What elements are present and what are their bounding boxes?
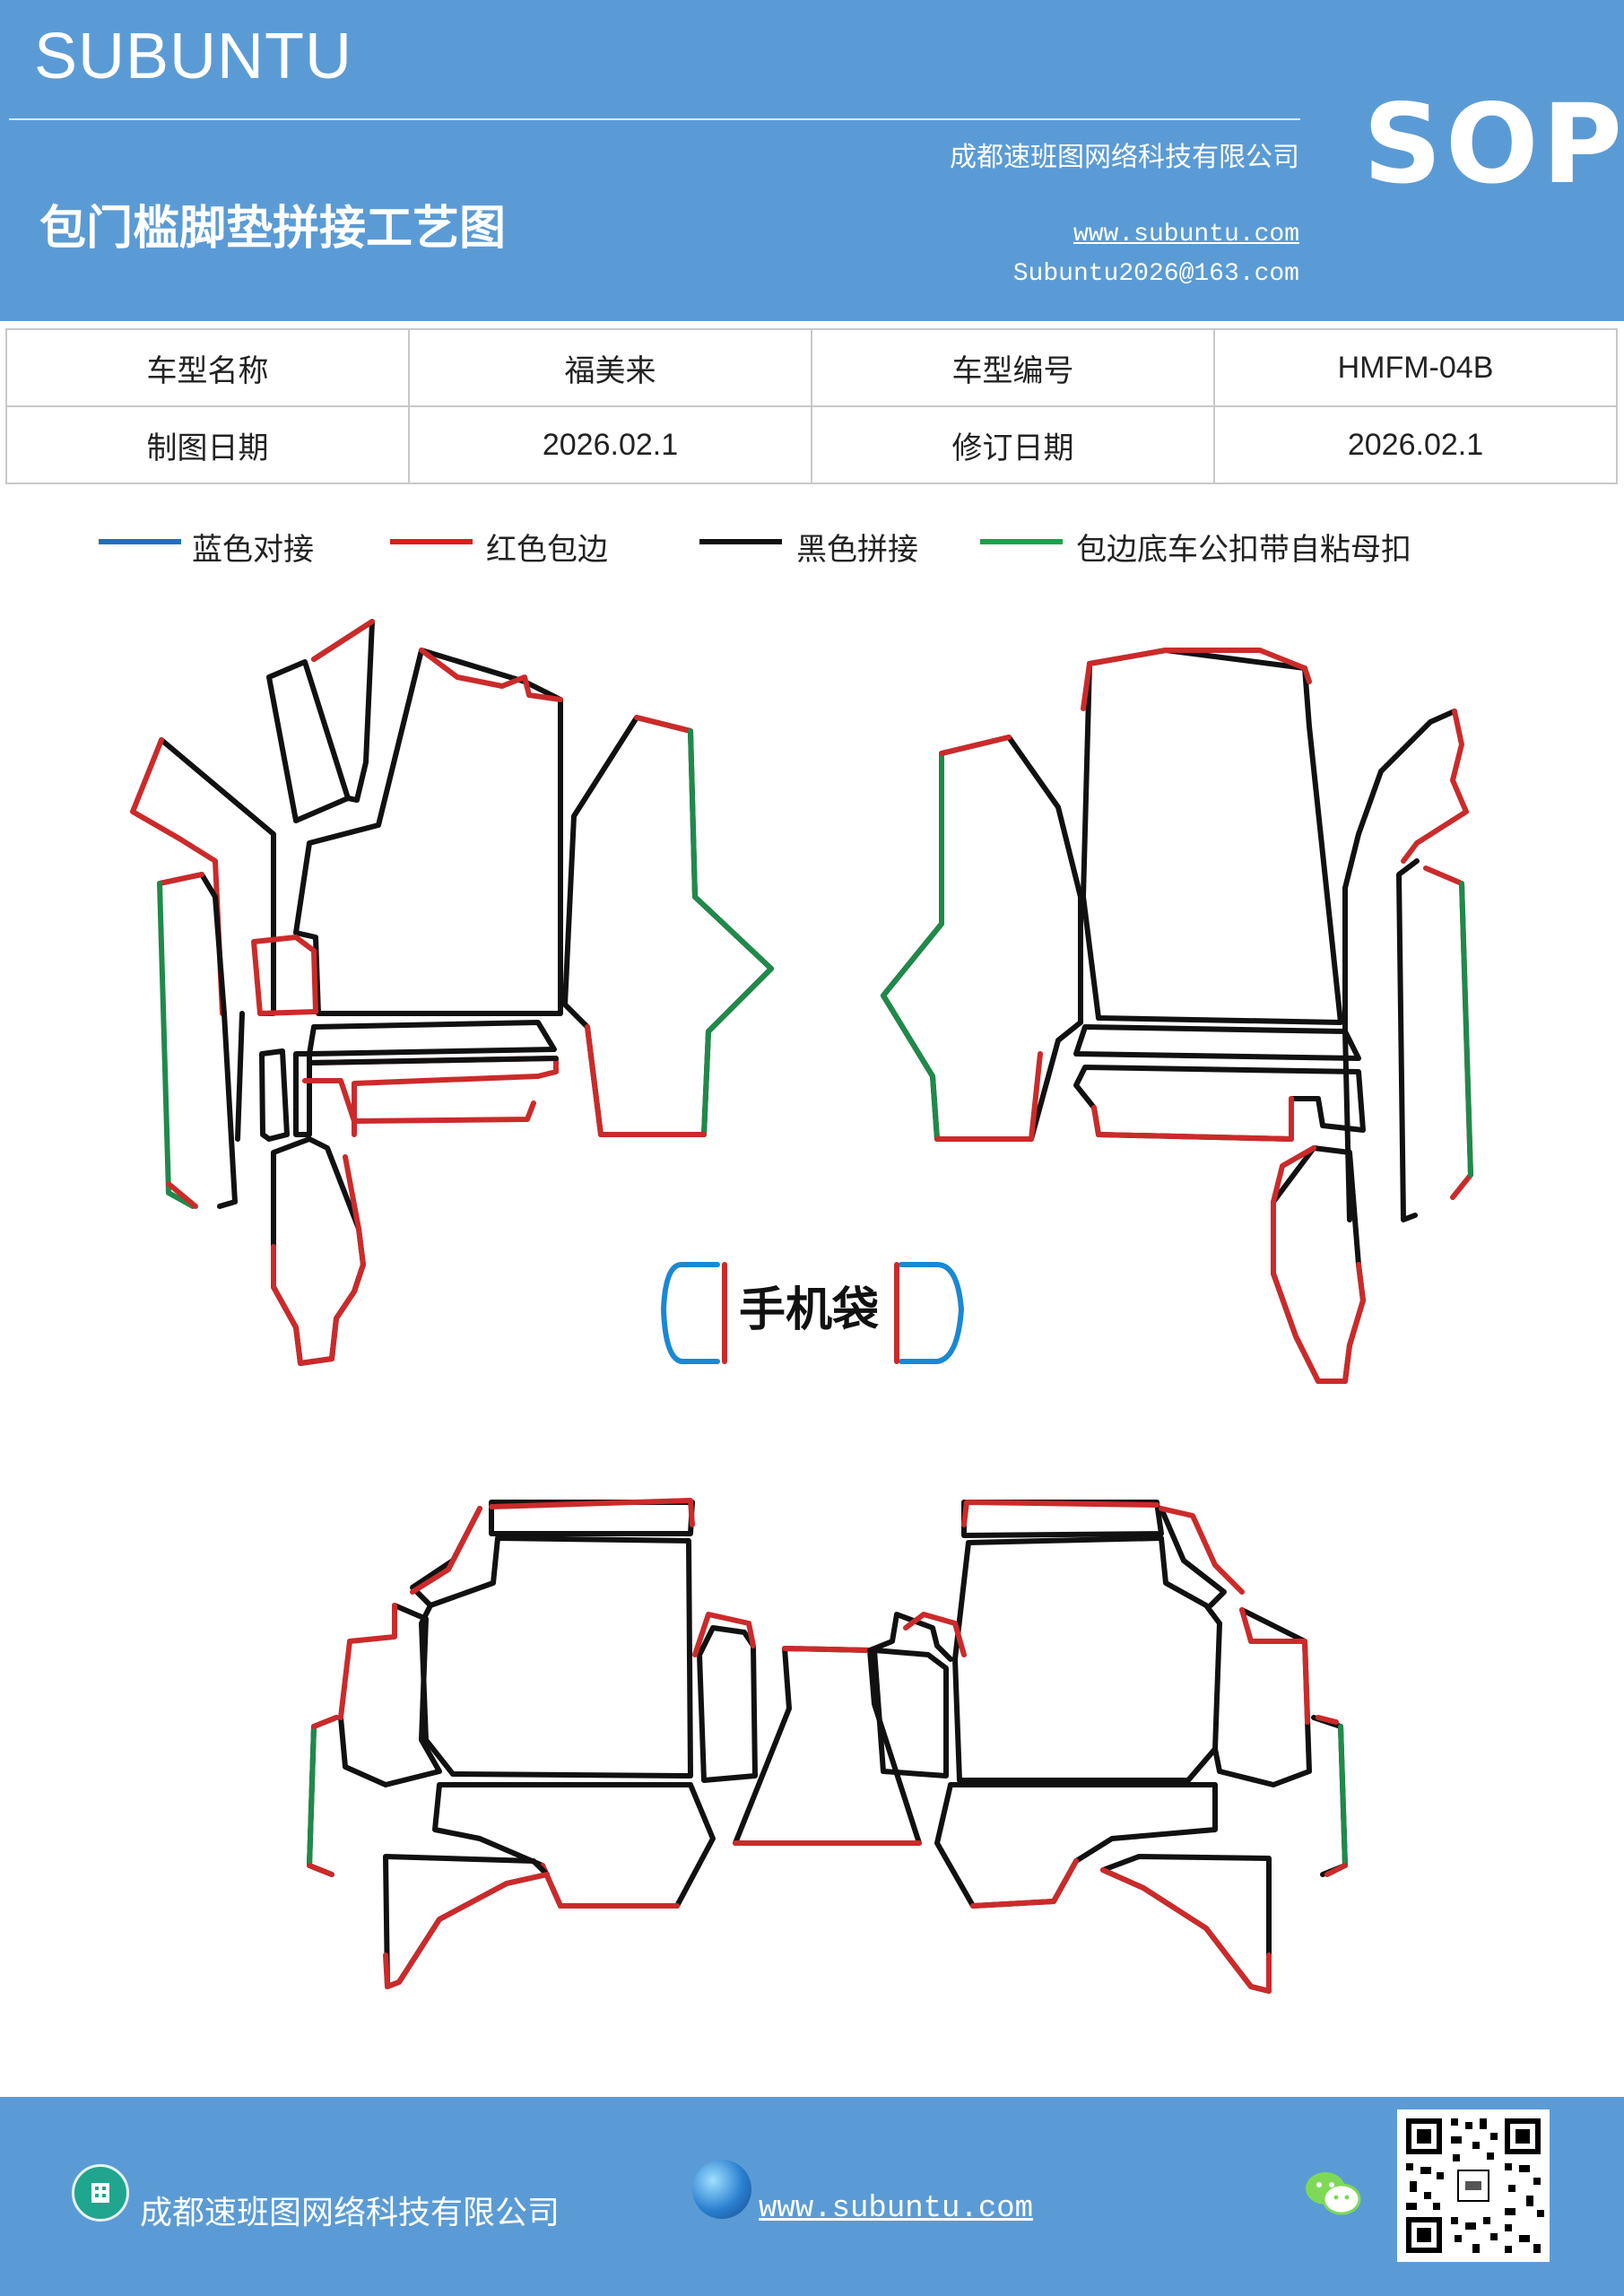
footer-website-link[interactable]: www.subuntu.com	[759, 2192, 1034, 2226]
model-name-value: 福美来	[408, 328, 812, 407]
revise-date-label: 修订日期	[811, 405, 1215, 484]
table-row: 制图日期 2026.02.1 修订日期 2026.02.1	[5, 405, 1618, 484]
qr-code-icon	[1397, 2109, 1550, 2262]
footer-banner: 成都速班图网络科技有限公司 www.subuntu.com	[0, 2097, 1624, 2296]
brand-logo-text: SUBUNTU	[34, 21, 353, 92]
model-code-label: 车型编号	[811, 328, 1215, 407]
table-row: 车型名称 福美来 车型编号 HMFM-04B	[5, 328, 1618, 407]
legend-swatch-blue	[99, 539, 181, 544]
legend-label-blue: 蓝色对接	[192, 532, 314, 568]
right-upper-mat-group	[881, 648, 1473, 1384]
header-banner: SUBUNTU 成都速班图网络科技有限公司 包门槛脚垫拼接工艺图 www.sub…	[0, 0, 1624, 321]
draw-date-value: 2026.02.1	[408, 405, 812, 484]
legend-label-green: 包边底车公扣带自粘母扣	[1076, 532, 1411, 568]
legend-label-red: 红色包边	[486, 532, 608, 568]
header-divider	[9, 118, 1300, 120]
header-email[interactable]: Subuntu2026@163.com	[1012, 260, 1299, 288]
mat-splicing-diagram: 手机袋	[130, 619, 1473, 1994]
phone-pocket-group	[661, 1262, 964, 1364]
model-code-value: HMFM-04B	[1213, 328, 1618, 407]
legend: 蓝色对接 红色包边 黑色拼接 包边底车公扣带自粘母扣	[0, 525, 1624, 570]
model-name-label: 车型名称	[5, 328, 410, 407]
wechat-icon[interactable]	[1302, 2167, 1365, 2221]
header-company-name: 成都速班图网络科技有限公司	[950, 142, 1299, 173]
legend-label-black: 黑色拼接	[796, 532, 918, 568]
globe-icon	[692, 2160, 751, 2219]
draw-date-label: 制图日期	[5, 405, 410, 484]
building-icon	[72, 2164, 129, 2222]
page-title: 包门槛脚垫拼接工艺图	[39, 201, 507, 256]
phone-pocket-label: 手机袋	[739, 1283, 879, 1337]
revise-date-value: 2026.02.1	[1213, 405, 1618, 484]
header-website-link[interactable]: www.subuntu.com	[1073, 221, 1299, 248]
info-table: 车型名称 福美来 车型编号 HMFM-04B 制图日期 2026.02.1 修订…	[5, 328, 1618, 484]
sop-badge: SOP	[1363, 81, 1624, 208]
footer-company-name: 成都速班图网络科技有限公司	[140, 2195, 560, 2231]
legend-swatch-red	[390, 539, 473, 544]
legend-swatch-black	[699, 539, 782, 544]
rear-mat-group	[307, 1498, 1348, 1994]
left-upper-mat-group	[130, 619, 774, 1366]
legend-swatch-green	[980, 539, 1063, 544]
